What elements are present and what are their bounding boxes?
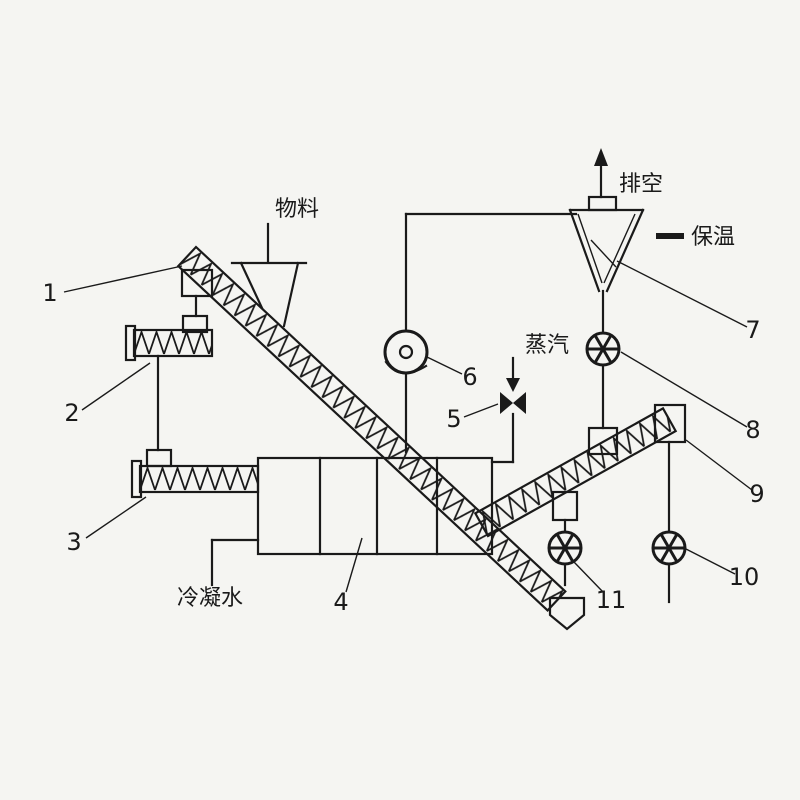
valve-body-left	[500, 392, 513, 414]
steam-label: 蒸汽	[525, 333, 569, 358]
discharge-chute	[548, 596, 586, 631]
condensate-label: 冷凝水	[177, 586, 243, 611]
insulation-label: 保温	[691, 225, 735, 250]
screw-feeder	[124, 314, 214, 452]
leader-line-2	[81, 362, 151, 411]
callout-4: 4	[333, 588, 348, 616]
callout-5: 5	[446, 405, 461, 433]
screw-conveyor-horizontal	[130, 448, 260, 499]
feed-hopper: 物料	[230, 197, 319, 328]
vent-arrow-icon	[594, 148, 608, 166]
callout-7: 7	[745, 316, 760, 344]
leader-line-10	[685, 548, 736, 575]
steam-arrow-icon	[506, 378, 520, 392]
callout-8: 8	[745, 416, 760, 444]
condensate-drain: 冷凝水	[177, 538, 260, 611]
callout-3: 3	[66, 528, 81, 556]
leader-line-5	[463, 403, 499, 418]
leader-line-7	[616, 260, 748, 328]
drive-unit	[180, 268, 214, 318]
rotary-valve-10	[651, 530, 687, 604]
leader-line-8	[620, 351, 748, 428]
material-label: 物料	[275, 197, 319, 222]
vent-label: 排空	[619, 172, 663, 197]
leader-line-9	[685, 439, 753, 491]
leader-line-3	[85, 496, 147, 539]
callout-11: 11	[596, 586, 627, 614]
callout-10: 10	[729, 563, 760, 591]
fan-hub	[398, 344, 414, 360]
fan	[383, 212, 578, 454]
rotary-valve-11	[547, 530, 583, 587]
cyclone-separator: 排空 保温	[568, 148, 735, 335]
rotary-valve-8	[585, 331, 621, 430]
leader-line-11	[573, 561, 604, 593]
callout-6: 6	[462, 363, 477, 391]
leader-line-1	[63, 265, 183, 293]
callout-2: 2	[64, 399, 79, 427]
fan-volute	[384, 360, 428, 375]
leader-line-4	[345, 537, 363, 593]
steam-valve: 蒸汽	[490, 333, 569, 464]
discharge-screw-conveyor	[473, 403, 687, 538]
valve-body-right	[513, 392, 526, 414]
leader-line-6	[426, 356, 463, 375]
inclined-screw-conveyor	[176, 245, 586, 631]
callouts: 1 2 3 4 5 6 7 8 9 10 11	[42, 260, 765, 616]
inlet-flange	[587, 426, 619, 456]
callout-9: 9	[749, 480, 764, 508]
callout-1: 1	[42, 279, 57, 307]
